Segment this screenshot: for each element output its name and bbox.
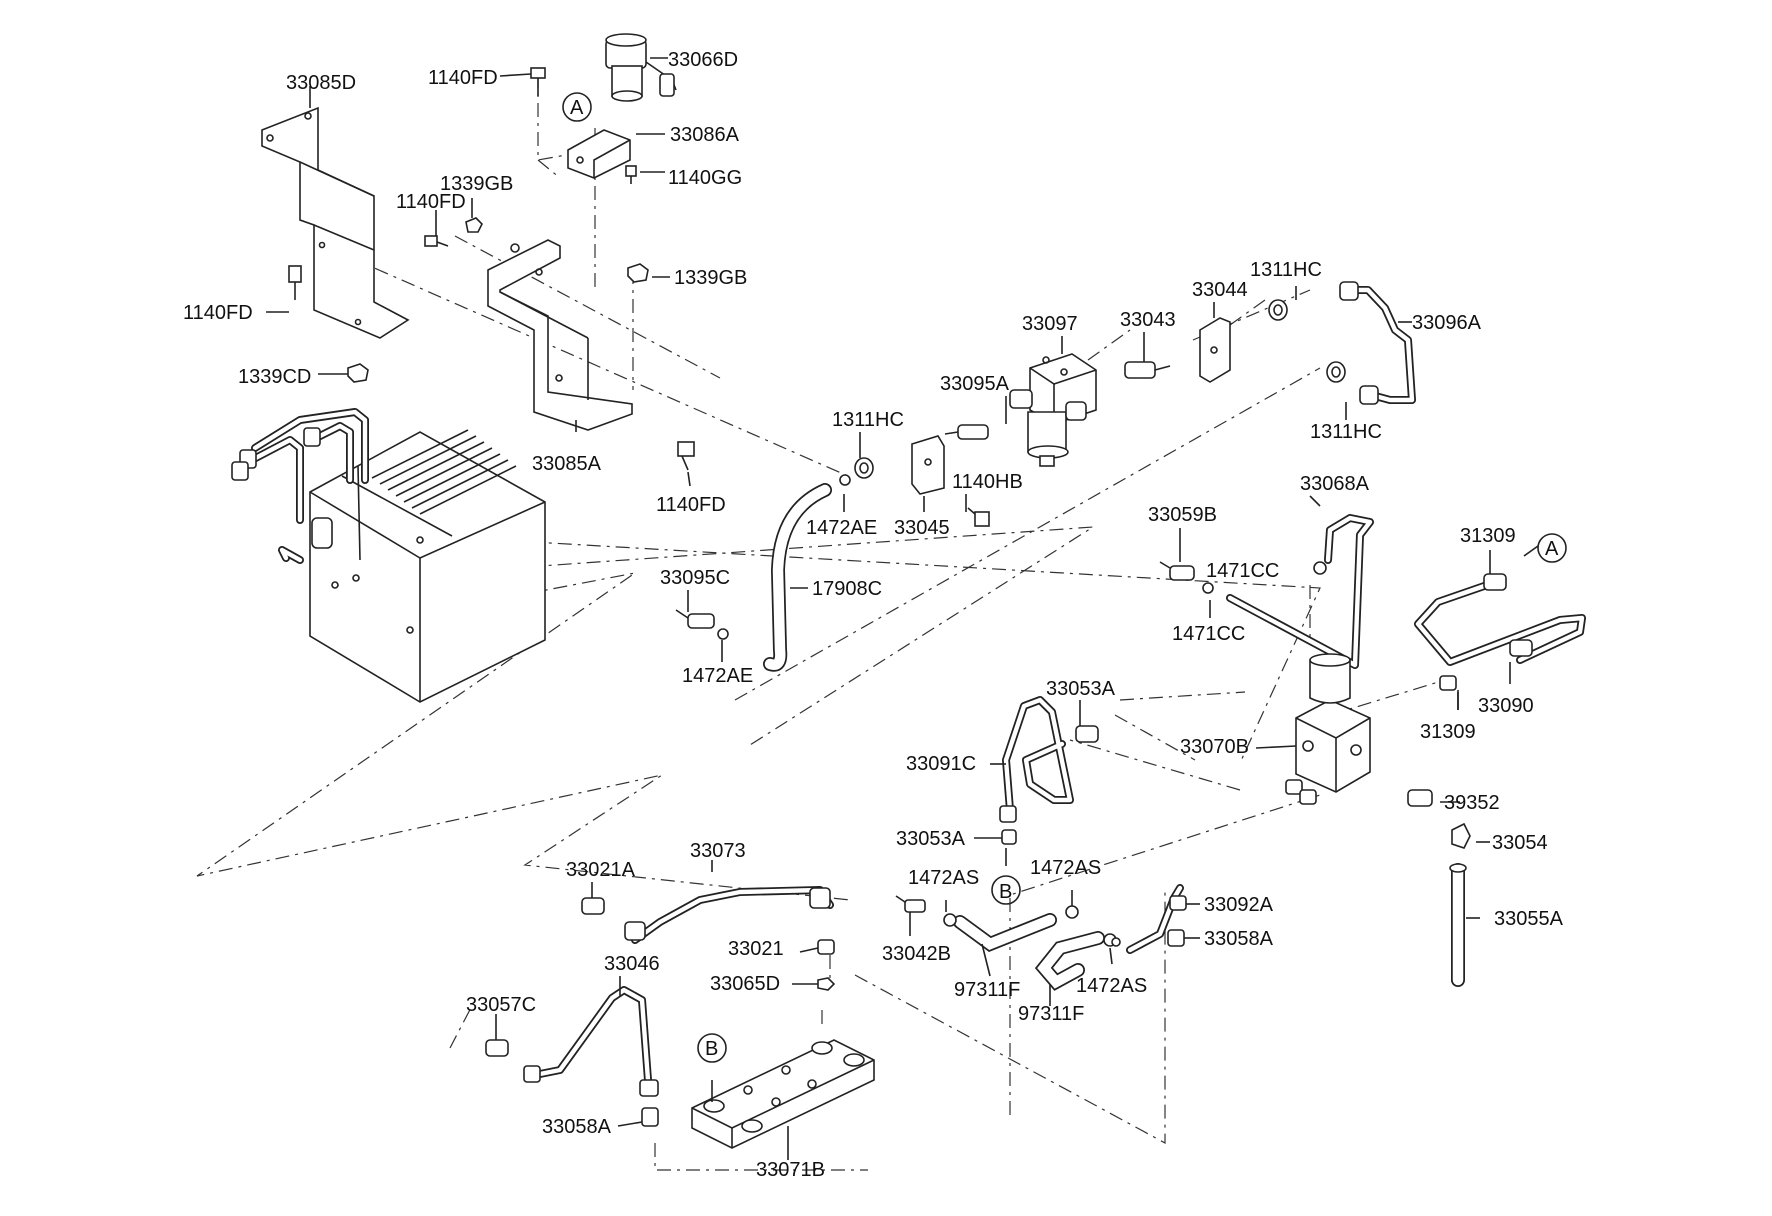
- cooler-33071B: [691, 1039, 875, 1149]
- fitting-33042B: [895, 895, 926, 913]
- callout-33058A-right: 33058A: [1204, 928, 1274, 950]
- callout-33071B: 33071B: [756, 1159, 825, 1181]
- callout-33054: 33054: [1492, 832, 1548, 854]
- callout-33090: 33090: [1478, 695, 1534, 717]
- callout-33053A-top: 33053A: [1046, 678, 1116, 700]
- callout-33053A-bottom: 33053A: [896, 828, 966, 850]
- callout-1140HB: 1140HB: [952, 471, 1023, 493]
- ref-circle-a-top: [562, 92, 592, 122]
- pipe-33091C: [999, 696, 1099, 845]
- ecu-module-box: [309, 429, 546, 703]
- callout-1472AS-left: 1472AS: [908, 867, 979, 889]
- callout-ref-a-top: A: [570, 97, 584, 119]
- hose-17908C: [763, 483, 832, 672]
- callout-97311F-right: 97311F: [1018, 1003, 1084, 1025]
- callout-33021A: 33021A: [566, 859, 636, 881]
- callout-1472AS-bottom: 1472AS: [1076, 975, 1147, 997]
- callout-1471CC-top: 1471CC: [1206, 560, 1279, 582]
- callout-33097: 33097: [1022, 313, 1078, 335]
- ecu-cooling-fins: [371, 429, 517, 515]
- callout-1311HC-top: 1311HC: [1250, 259, 1322, 281]
- callout-1339CD: 1339CD: [238, 366, 311, 388]
- callout-ref-a-right: A: [1545, 538, 1559, 560]
- callout-33095C: 33095C: [660, 567, 730, 589]
- pipe-33073: [581, 886, 834, 944]
- callout-33055A: 33055A: [1494, 908, 1564, 930]
- fuel-filter-33097: [1009, 353, 1097, 467]
- hoses-97311F: [943, 905, 1121, 991]
- callout-33085A: 33085A: [532, 453, 602, 475]
- callout-1140GG: 1140GG: [668, 167, 742, 189]
- callout-33065D: 33065D: [710, 973, 780, 995]
- callout-33066D: 33066D: [668, 49, 738, 71]
- callout-97311F-left: 97311F: [954, 979, 1020, 1001]
- callout-31309-top: 31309: [1460, 525, 1516, 547]
- leader-lines: [266, 57, 1539, 1160]
- callout-1140FD-mid: 1140FD: [396, 191, 466, 213]
- callout-33091C: 33091C: [906, 753, 976, 775]
- callout-33045: 33045: [894, 517, 950, 539]
- callout-33057C: 33057C: [466, 994, 536, 1016]
- fittings-39352-33054-33055A: [1407, 789, 1471, 987]
- callout-ref-b-bottom: B: [705, 1038, 718, 1060]
- callout-33070B: 33070B: [1180, 736, 1249, 758]
- callout-1472AS-right: 1472AS: [1030, 857, 1101, 879]
- callout-39352: 39352: [1444, 792, 1500, 814]
- callout-33095A: 33095A: [940, 373, 1010, 395]
- ref-circle-b-bottom: [697, 1033, 727, 1063]
- callout-33092A: 33092A: [1204, 894, 1274, 916]
- callout-31309-bottom: 31309: [1420, 721, 1476, 743]
- callout-33042B: 33042B: [882, 943, 951, 965]
- solenoid-valve-33066D: [605, 33, 677, 102]
- callout-labels: 33085D 1140FD 33066D A 33086A 1140GG 133…: [183, 49, 1564, 1181]
- callout-1472AE-bottom: 1472AE: [682, 665, 753, 687]
- ref-circle-a-right: [1537, 533, 1567, 563]
- fittings-filter: [839, 299, 1346, 495]
- callout-1471CC-bottom: 1471CC: [1172, 623, 1245, 645]
- pipe-33068A: [1226, 514, 1374, 669]
- callout-ref-b-mid: B: [999, 881, 1012, 903]
- callout-1311HC-left: 1311HC: [832, 409, 904, 431]
- callout-33046: 33046: [604, 953, 660, 975]
- callout-33058A-left: 33058A: [542, 1116, 612, 1138]
- callout-1339GB-left: 1339GB: [440, 173, 513, 195]
- callout-1339GB-right: 1339GB: [674, 267, 747, 289]
- fitting-33095C: [675, 609, 729, 640]
- fitting-33059B: [1159, 561, 1327, 594]
- callout-1140FD-left: 1140FD: [183, 302, 253, 324]
- bracket-33085D: [261, 106, 410, 339]
- regulator-33070B: [1285, 653, 1371, 805]
- ecu-pipes: [231, 408, 369, 564]
- pipe-33096A: [1339, 281, 1416, 405]
- callout-1311HC-right: 1311HC: [1310, 421, 1382, 443]
- callout-33044: 33044: [1192, 279, 1248, 301]
- bracket-33086A: [567, 129, 631, 179]
- ref-circle-b-mid: [991, 875, 1021, 905]
- callout-33086A: 33086A: [670, 124, 740, 146]
- pipe-33092A: [1126, 884, 1187, 954]
- pipe-33046: [485, 986, 659, 1127]
- callout-33021: 33021: [728, 938, 784, 960]
- fittings-33021-33065D: [817, 939, 836, 991]
- bracket-33085A: [487, 239, 633, 431]
- callout-1140FD-top: 1140FD: [428, 67, 498, 89]
- callout-33096A: 33096A: [1412, 312, 1482, 334]
- callout-1472AE-top: 1472AE: [806, 517, 877, 539]
- callout-33043: 33043: [1120, 309, 1176, 331]
- callout-33059B: 33059B: [1148, 504, 1217, 526]
- callout-1140FD-lower: 1140FD: [656, 494, 726, 516]
- hardware-bolts: [288, 67, 990, 527]
- callout-33073: 33073: [690, 840, 746, 862]
- reference-circles: [562, 92, 1567, 1063]
- callout-33085D: 33085D: [286, 72, 356, 94]
- callout-33068A: 33068A: [1300, 473, 1370, 495]
- pipe-33090: [1414, 573, 1586, 691]
- callout-17908C: 17908C: [812, 578, 882, 600]
- assembly-dashed-lines: [196, 74, 1446, 1171]
